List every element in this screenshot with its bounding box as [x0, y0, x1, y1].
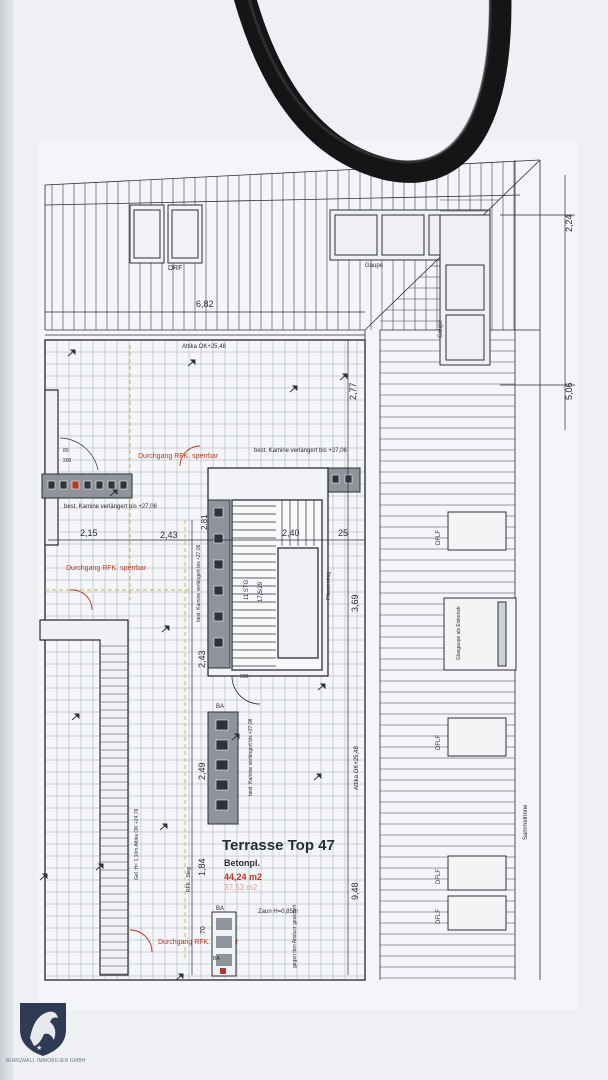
dim-1-84: 1,84 [197, 858, 207, 876]
drain-arrows [39, 349, 348, 981]
dim-3-69: 3,69 [350, 594, 360, 612]
cable [233, 0, 512, 183]
dflf-2-label: DFLF [436, 735, 442, 750]
dflf-1-label: DFLF [436, 530, 442, 545]
roof-windows-dflf [443, 511, 517, 931]
glazing-label: Glasgaupe als Eiskonstr. [456, 605, 462, 660]
ba-2: BA [216, 906, 224, 912]
stairs-rise: 17,5/29 [258, 581, 264, 602]
attic-right-label: Attika OK+25,48 [354, 745, 360, 790]
dim-2-43: 2,43 [160, 530, 178, 540]
dim-2-40: 2,40 [282, 528, 300, 538]
ba-3: BA [213, 956, 220, 962]
dim-2-77: 2,77 [348, 382, 358, 400]
fence-label: Zaun H=0,85m [258, 909, 298, 915]
dim-5-06: 5,06 [564, 382, 574, 400]
dormer-side-label: Gaupe [438, 319, 444, 338]
company-logo: ★ [20, 1003, 66, 1056]
dim-2-81: 2,81 [200, 514, 209, 530]
gel-label: Gel. H= 1,10m Attika OK +24,76 [134, 808, 140, 880]
dim-2-49: 2,49 [197, 762, 207, 780]
gutter-label: Sammelrinne [523, 804, 529, 840]
door-200: 200 [63, 458, 72, 464]
dim-2-43-b: 2,43 [197, 650, 207, 668]
passage-1: Durchgang RFK. sperrbar [138, 453, 219, 460]
company-name: BURGWALL IMMOBILIEN GMBH [6, 1058, 86, 1064]
dim-70: 70 [200, 926, 207, 934]
dormer-label: Gaupe [365, 263, 384, 269]
terrace-area-value: 44,24 m2 [224, 872, 262, 882]
right-dimension-lines [500, 175, 575, 430]
dflf-3-label: DFLF [436, 869, 442, 884]
rfk-steg: RFK - Steg [186, 867, 192, 892]
dim-2-24: 2,24 [564, 214, 574, 232]
surface-material: Betonpl. [224, 858, 260, 868]
stair-chimneys [207, 499, 231, 669]
door-200-stair: 200 [240, 674, 249, 680]
chimneys-lower-label: best. Kamine verlängert bis +27,06 [248, 718, 254, 796]
dflf-4-label: DFLF [436, 909, 442, 924]
passage-3: Durchgang RFK. sperrbar [158, 939, 239, 946]
interior-dimension-lines [48, 340, 365, 975]
door-80: 80 [63, 448, 69, 454]
terrace-title: Terrasse Top 47 [222, 837, 335, 854]
gutter-note: gegen den Absturz gesichert [292, 904, 298, 968]
terrace-area-secondary: 37,53 m2 [224, 883, 258, 892]
roof-window-drf [129, 204, 203, 264]
dim-9-48: 9,48 [350, 882, 360, 900]
chimneys-left-label: best. Kamine verlängert bis +27,06 [64, 504, 158, 510]
passage-2: Durchgang RFK. sperrbar [66, 565, 147, 572]
stairs-label: 11 STG [244, 579, 250, 600]
chimneys-stair-label: best. Kamine verlängert bis +27,06 [196, 544, 202, 622]
planter-label: Pflanzentrog [326, 572, 332, 600]
roof-window-label: DRF [168, 265, 182, 272]
yellow-markings [45, 345, 190, 960]
ba-1: BA [216, 704, 224, 710]
dormer-side [439, 214, 491, 366]
chimneys-top-label: best. Kamine verlängert bis +27,06 [254, 448, 348, 454]
dim-2-15: 2,15 [80, 528, 98, 538]
dim-6-82: 6,82 [196, 299, 214, 309]
dim-25: 25 [338, 528, 348, 538]
svg-text:★: ★ [36, 1044, 42, 1052]
attic-top-label: Attika OK+25,48 [182, 344, 227, 350]
